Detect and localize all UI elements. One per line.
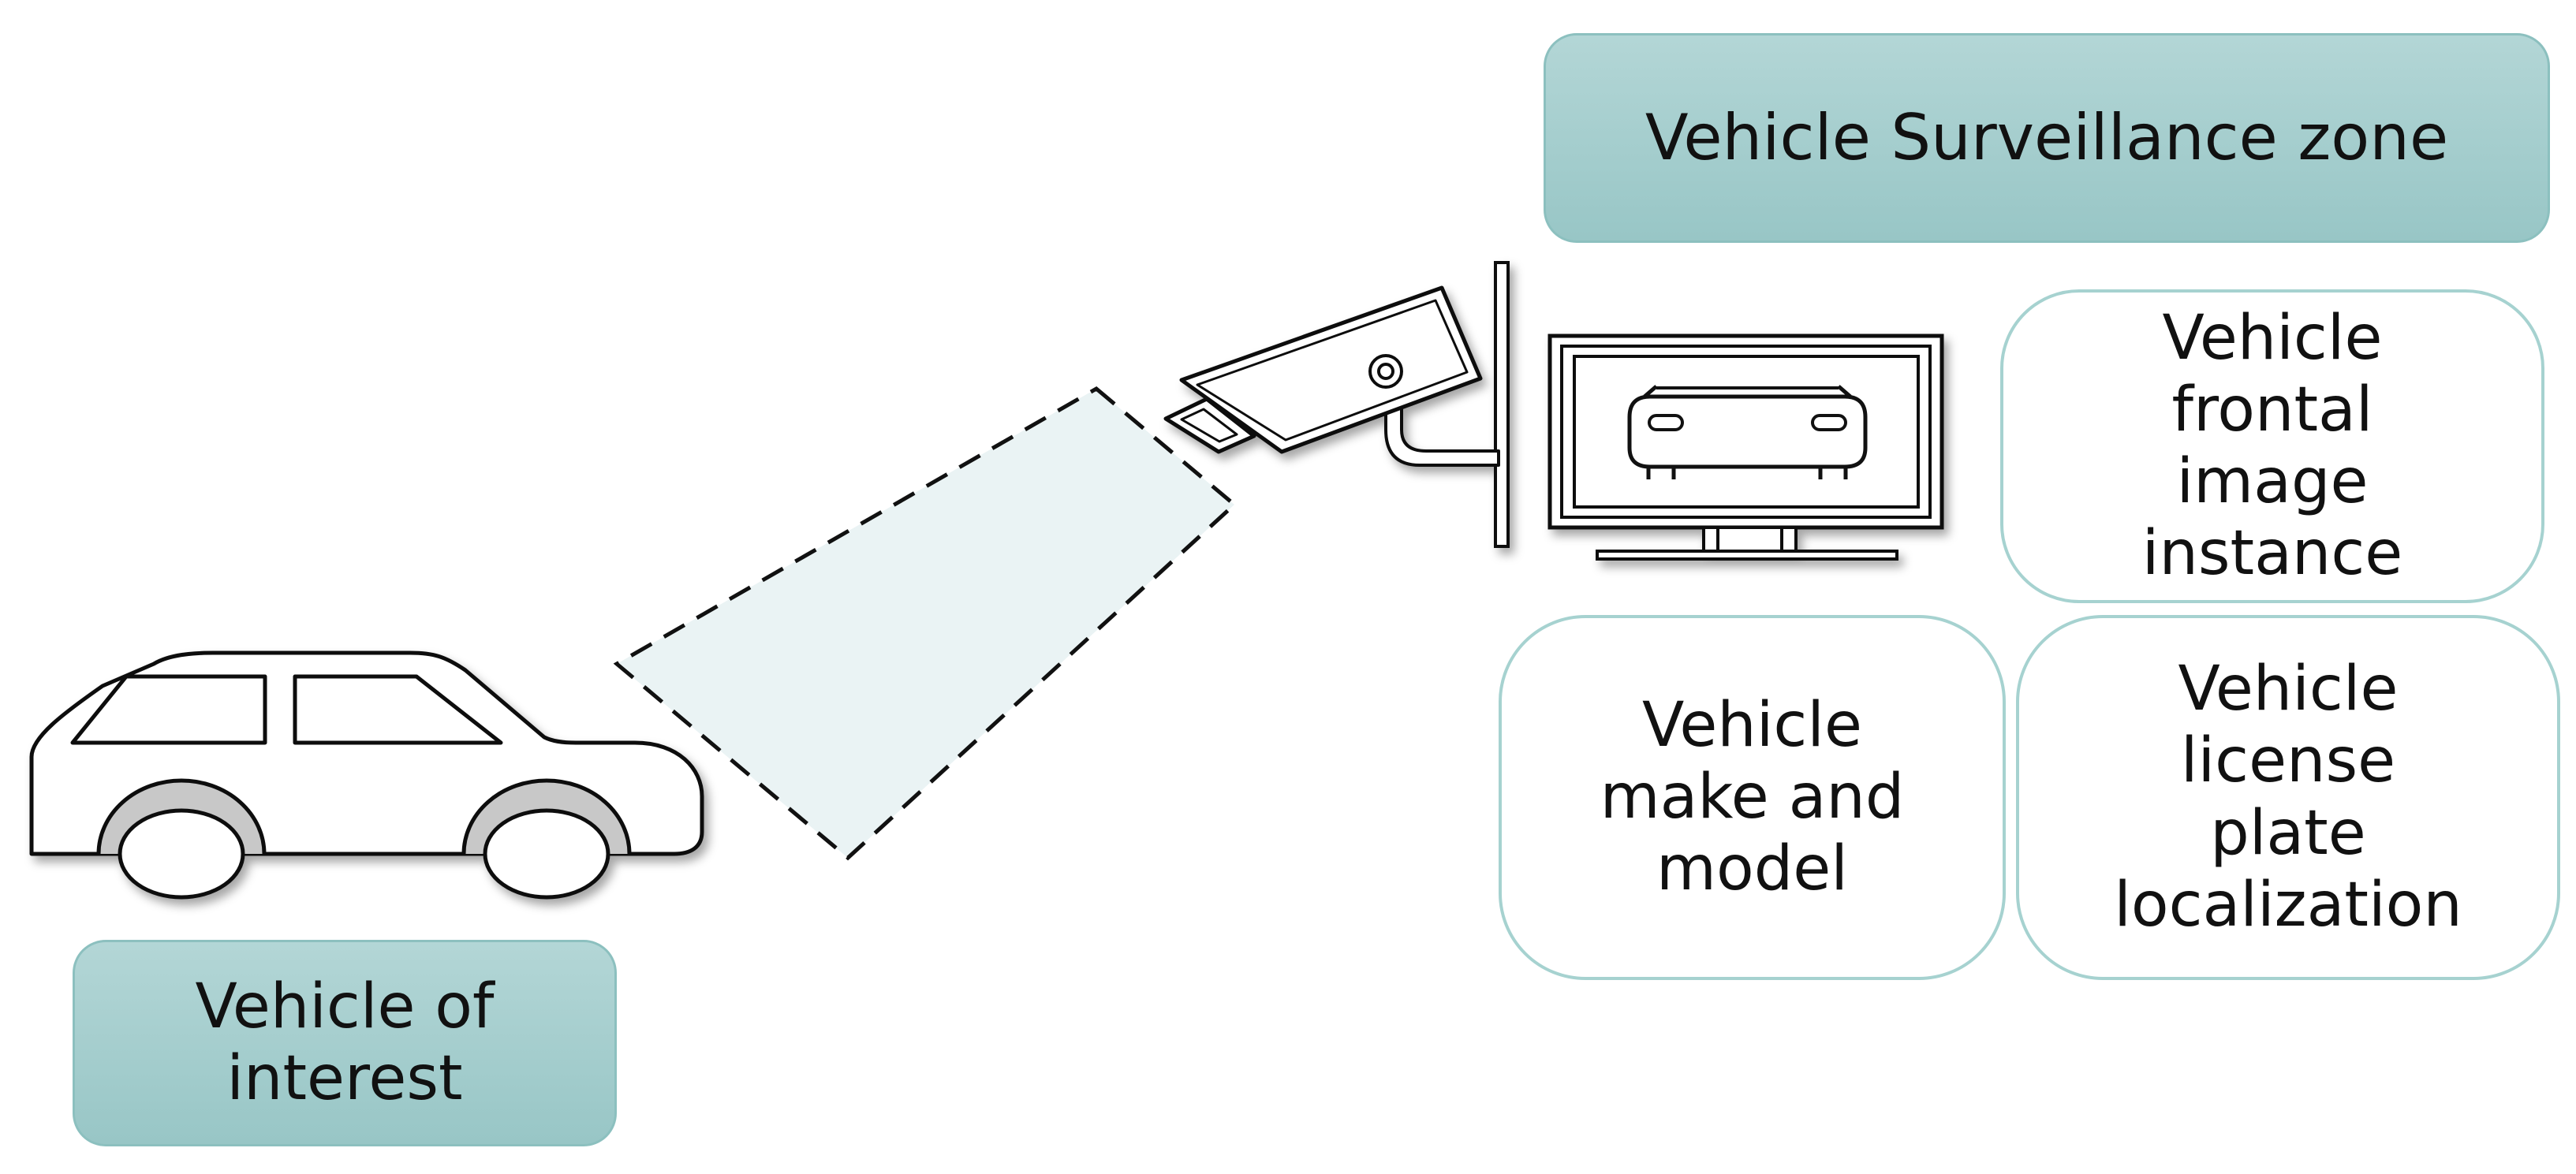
rear-wheel [118,808,245,900]
camera-view-cone [613,386,1238,861]
vehicle-of-interest-text: Vehicle of interest [195,971,495,1114]
make-and-model-text: Vehicle make and model [1600,689,1905,905]
surveillance-zone-label: Vehicle Surveillance zone [1544,33,2550,243]
car-rear-window [70,674,267,745]
front-wheel [483,808,610,900]
frontal-image-instance-box: Vehicle frontal image instance [2000,289,2544,603]
surveillance-zone-text: Vehicle Surveillance zone [1645,101,2449,175]
license-plate-localization-box: Vehicle license plate localization [2016,615,2560,980]
car-front-window [293,674,503,745]
vehicle-of-interest-label: Vehicle of interest [73,940,617,1146]
frontal-image-instance-text: Vehicle frontal image instance [2141,302,2403,590]
car-icon [29,650,704,900]
car-front-icon [1627,385,1868,479]
make-and-model-box: Vehicle make and model [1499,615,2006,980]
license-plate-localization-text: Vehicle license plate localization [2114,654,2462,941]
cctv-camera-icon [1163,261,1510,548]
